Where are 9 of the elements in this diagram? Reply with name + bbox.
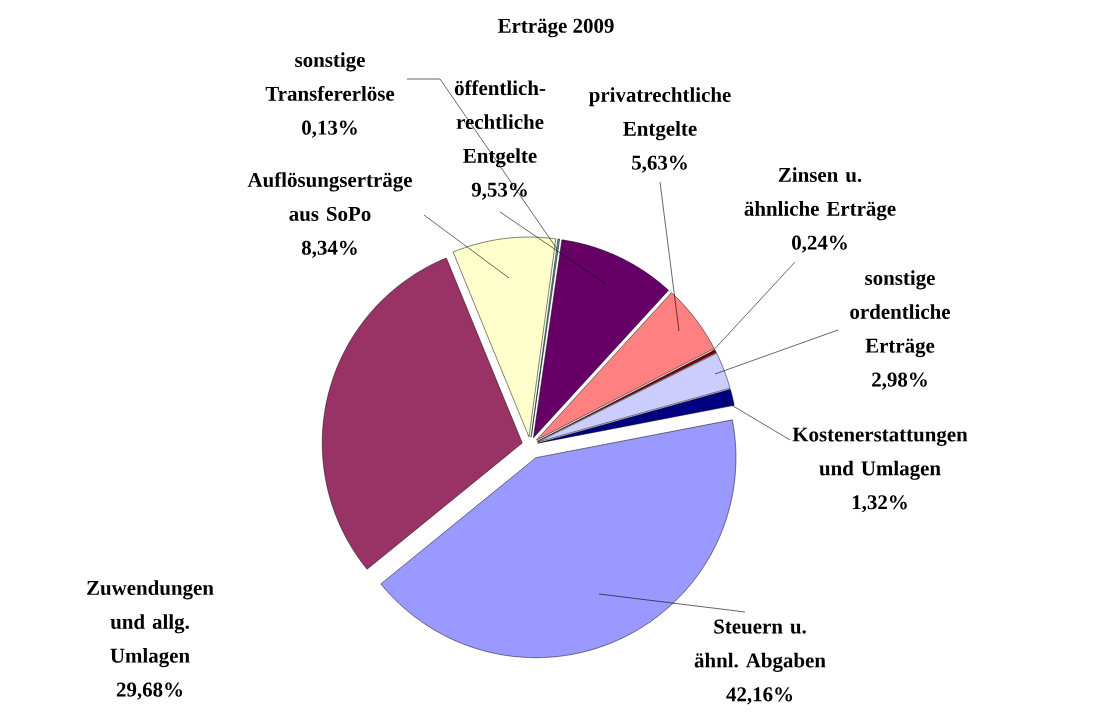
data-label: Zuwendungen und allg. Umlagen 29,68% <box>87 580 214 700</box>
data-label: sonstige ordentliche Erträge 2,98% <box>850 270 950 390</box>
data-label: sonstige Transfererlöse 0,13% <box>265 52 395 138</box>
data-label: öffentlich-rechtliche Entgelte 9,53% <box>454 80 546 200</box>
data-label: Kostenerstattungen und Umlagen 1,32% <box>792 427 968 513</box>
data-label: Steuern u. ähnl. Abgaben 42,16% <box>694 619 826 705</box>
data-label: Auflösungserträge aus SoPo 8,34% <box>247 172 412 258</box>
data-label: privatrechtliche Entgelte 5,63% <box>589 87 731 173</box>
chart-title: Erträge 2009 <box>498 18 614 38</box>
